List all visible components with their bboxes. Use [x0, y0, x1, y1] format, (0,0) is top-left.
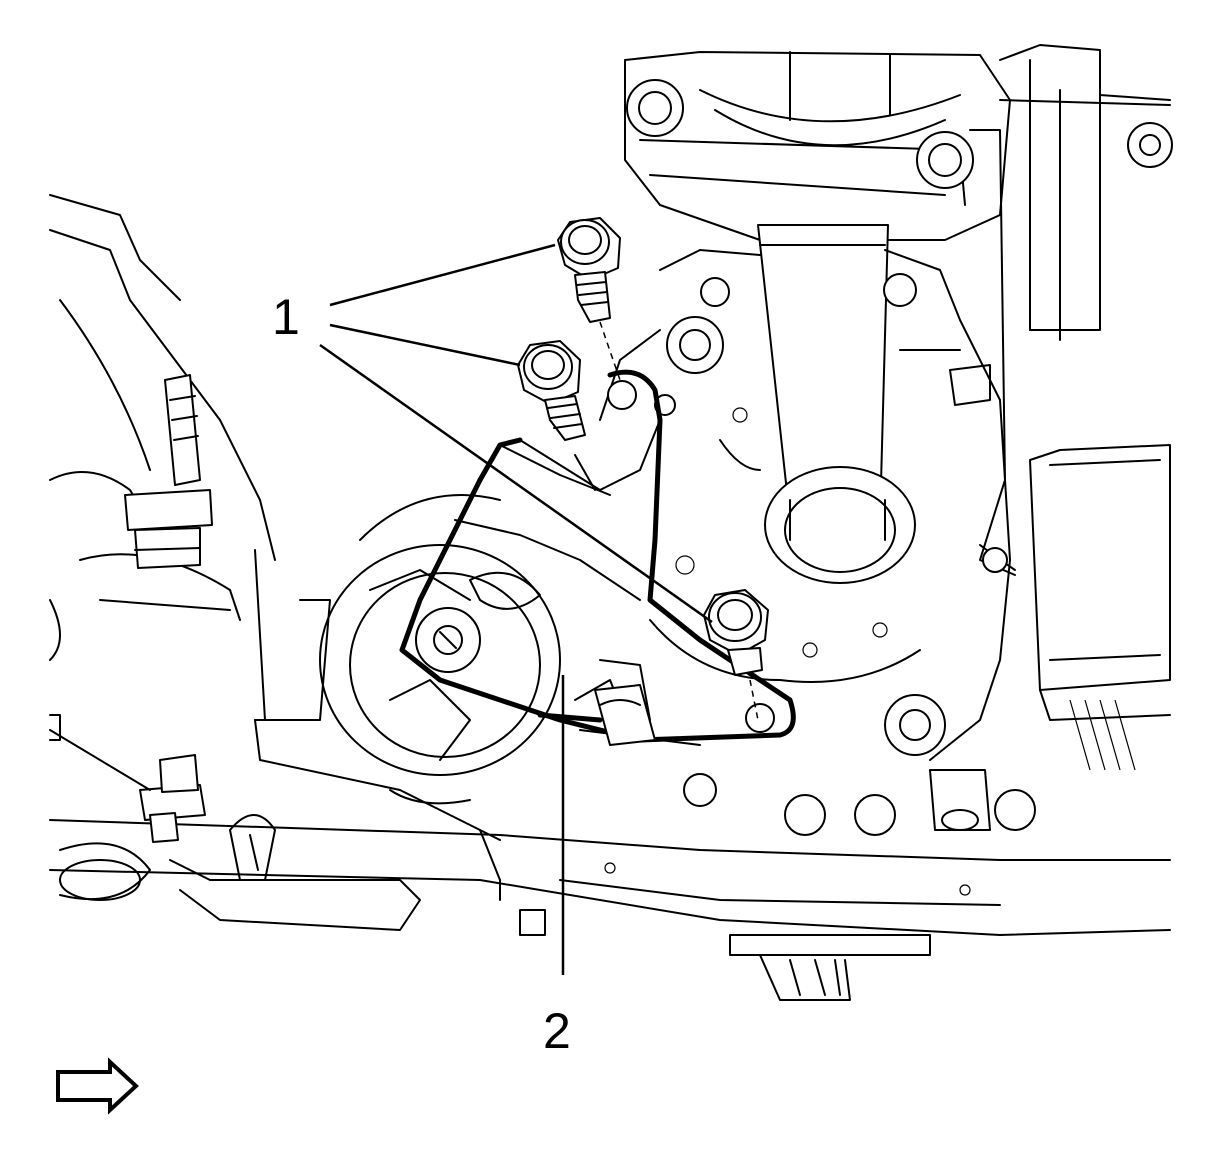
transmission-flange: [624, 51, 1011, 241]
gearbox-case: [599, 249, 1011, 761]
bolt-lower: [703, 589, 769, 721]
cable-clip: [537, 684, 656, 746]
bolt-middle: [517, 340, 586, 441]
subframe-crossmember: [49, 814, 1171, 1001]
sensor-probe: [124, 374, 213, 569]
callout-label-2: 2: [543, 1003, 571, 1059]
arrow-right-icon: [56, 1057, 139, 1115]
leader-lines: [319, 243, 713, 975]
drive-shaft: [757, 224, 916, 584]
left-lower-stud: [49, 714, 206, 843]
bolt-upper: [557, 217, 621, 381]
callout-label-1: 1: [272, 289, 300, 345]
engine-mount: [254, 494, 561, 841]
mount-bracket: [399, 369, 796, 746]
